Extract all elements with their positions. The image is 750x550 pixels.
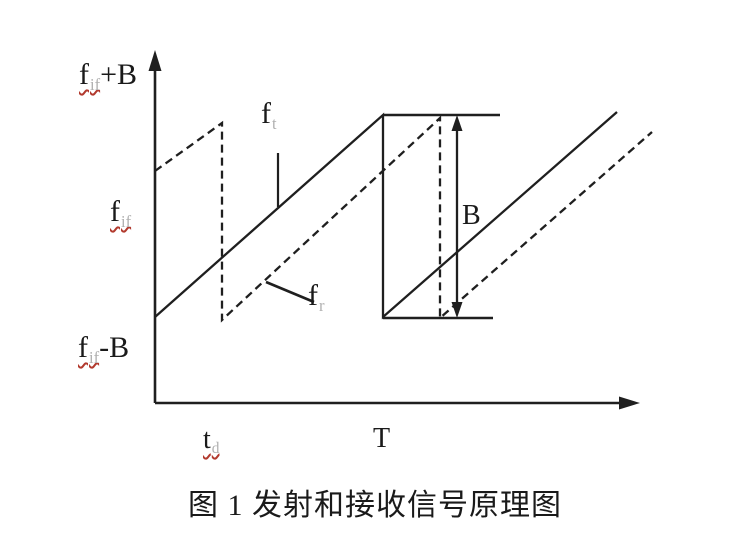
x-label-period: T: [373, 423, 391, 454]
y-label-fif-minus-b-base: fif: [78, 331, 100, 367]
y-label-fif-minus-b: fif-B: [78, 331, 130, 367]
receive-label-callout-line: [265, 280, 315, 304]
transmit-signal-label: ft: [261, 97, 277, 133]
receive-signal-label: fr: [308, 279, 325, 315]
figure-caption: 图 1 发射和接收信号原理图: [188, 489, 562, 522]
y-axis-arrow-icon: [148, 50, 162, 71]
bandwidth-arrow-down-icon: [451, 302, 463, 318]
x-axis-arrow-icon: [619, 396, 640, 410]
y-label-fif: fif: [110, 197, 131, 230]
y-label-fif-plus-b: fif+B: [79, 58, 138, 94]
y-label-fif-plus-b-base: fif: [79, 58, 101, 94]
x-label-td: td: [203, 426, 219, 457]
y-label-fif-base: fif: [110, 195, 132, 231]
bandwidth-label: B: [462, 200, 481, 231]
x-label-td-base: td: [203, 424, 220, 458]
bandwidth-arrow-up-icon: [451, 115, 463, 131]
receive-signal-line: [154, 115, 653, 323]
transmit-signal-line: [154, 111, 618, 320]
